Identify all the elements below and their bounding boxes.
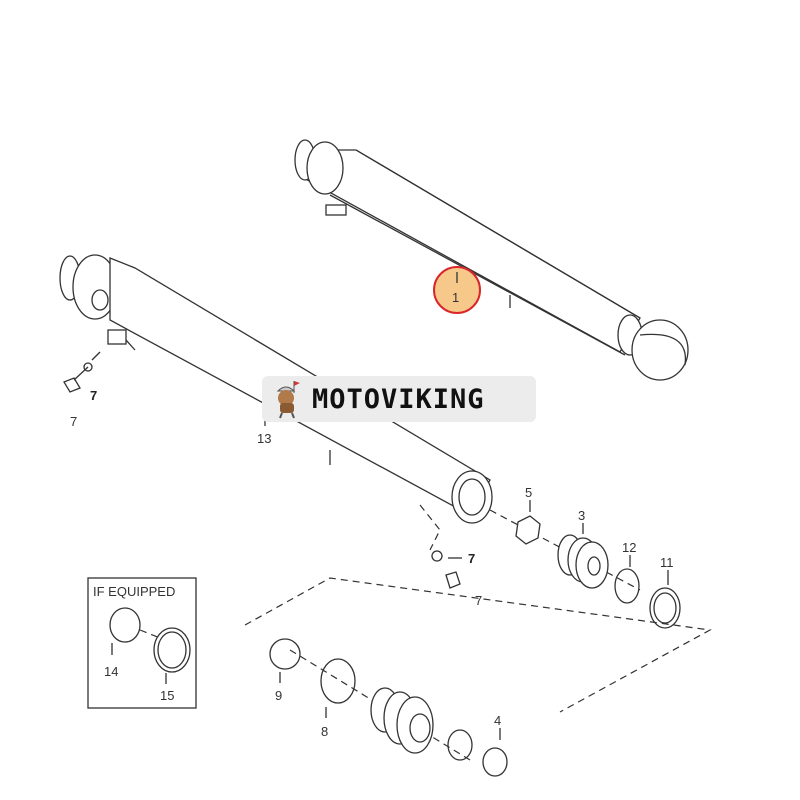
ring-14 — [109, 607, 141, 643]
ring-4 — [482, 747, 508, 777]
fitting-7-left — [63, 351, 101, 393]
callout-14: 14 — [104, 664, 118, 679]
gland — [370, 687, 434, 754]
upper-cylinder — [294, 139, 689, 381]
if-equipped-label: IF EQUIPPED — [93, 584, 175, 599]
ring-8 — [320, 658, 356, 704]
callout-7b: 7 — [70, 414, 77, 429]
ring-15 — [153, 627, 191, 673]
brand-watermark: MOTOVIKING — [262, 376, 536, 422]
ring-9 — [269, 638, 301, 670]
callout-4: 4 — [494, 713, 501, 728]
callout-7a: 7 — [90, 388, 97, 403]
wiper-ring — [447, 729, 473, 761]
callout-7c: 7 — [468, 551, 475, 566]
callout-1: 1 — [452, 290, 459, 305]
ring-11 — [649, 587, 681, 629]
brand-name: MOTOVIKING — [312, 383, 485, 415]
callout-11: 11 — [660, 555, 674, 570]
callout-5: 5 — [525, 485, 532, 500]
fitting-7-right — [431, 550, 462, 589]
piston-3 — [557, 534, 609, 589]
ring-12 — [614, 568, 640, 604]
viking-mascot-icon — [276, 381, 300, 419]
callout-3: 3 — [578, 508, 585, 523]
callout-7d: 7 — [475, 593, 482, 608]
callout-13: 13 — [257, 431, 271, 446]
callout-15: 15 — [160, 688, 174, 703]
if-equipped-box — [87, 577, 197, 709]
callout-8: 8 — [321, 724, 328, 739]
callout-highlight — [433, 266, 481, 314]
callout-12: 12 — [622, 540, 636, 555]
callout-9: 9 — [275, 688, 282, 703]
nut-5 — [515, 515, 541, 545]
